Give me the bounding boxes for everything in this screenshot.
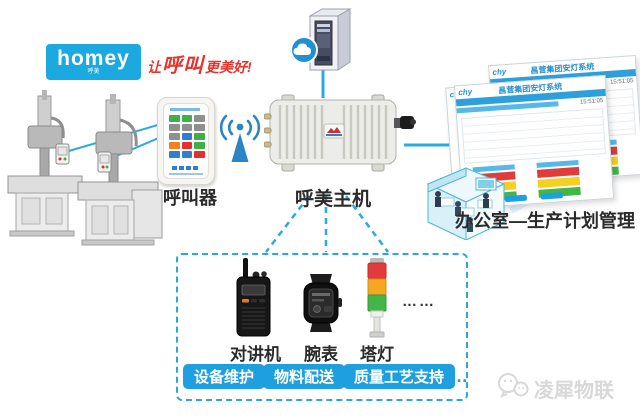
brand-tagline: 让 呼叫 更美好! bbox=[147, 49, 252, 78]
caller-function-keys bbox=[172, 166, 198, 170]
caller-keypad bbox=[169, 115, 205, 158]
wechat-chat-bubbles-icon bbox=[496, 372, 530, 405]
walkie-talkie-label: 对讲机 bbox=[230, 345, 281, 364]
tagline-mid: 呼叫 bbox=[162, 55, 204, 77]
host-label: 呼美主机 bbox=[295, 189, 372, 210]
wrist-watch-icon bbox=[296, 274, 346, 337]
watermark: 凌犀物联 bbox=[496, 372, 614, 405]
homey-logo: homey 呼美 bbox=[46, 44, 141, 80]
watermark-text: 凌犀物联 bbox=[534, 380, 614, 402]
tower-light-icon bbox=[362, 258, 392, 343]
homey-logo-sub: 呼美 bbox=[87, 68, 100, 75]
caller-footer-strip bbox=[169, 173, 203, 175]
caller-label: 呼叫器 bbox=[163, 188, 217, 208]
quality-process-support-button: 质量工艺支持 bbox=[343, 364, 456, 389]
injection-molding-machine-2 bbox=[76, 94, 166, 251]
office-illustration bbox=[420, 164, 512, 245]
equipment-maintenance-button: 设备维护 bbox=[183, 364, 266, 389]
walkie-talkie-icon bbox=[232, 258, 278, 343]
tower-light-label: 塔灯 bbox=[360, 345, 394, 364]
screen-data-table bbox=[461, 108, 607, 164]
buttons-ellipsis: … bbox=[450, 366, 468, 386]
material-delivery-button: 物料配送 bbox=[263, 364, 346, 389]
wireless-signal-icon bbox=[218, 112, 262, 175]
tagline-post: 更美好! bbox=[205, 59, 252, 75]
homey-logo-word: homey bbox=[57, 46, 130, 70]
office-label: 办公室—生产计划管理 bbox=[455, 211, 635, 231]
injection-molding-machine-1 bbox=[4, 88, 88, 243]
caller-device bbox=[157, 97, 215, 185]
screen-clock: 15:51:05 bbox=[609, 78, 634, 86]
screen-clock: 15:51:05 bbox=[579, 98, 604, 106]
tagline-pre: 让 bbox=[147, 59, 161, 75]
wrist-watch-label: 腕表 bbox=[304, 345, 338, 364]
caller-faceplate bbox=[163, 103, 209, 179]
devices-ellipsis: …… bbox=[402, 293, 436, 310]
caller-header-strip bbox=[170, 108, 200, 111]
terminal-devices-box bbox=[176, 253, 468, 401]
host-unit bbox=[263, 94, 416, 179]
cloud-server-icon bbox=[290, 4, 356, 83]
